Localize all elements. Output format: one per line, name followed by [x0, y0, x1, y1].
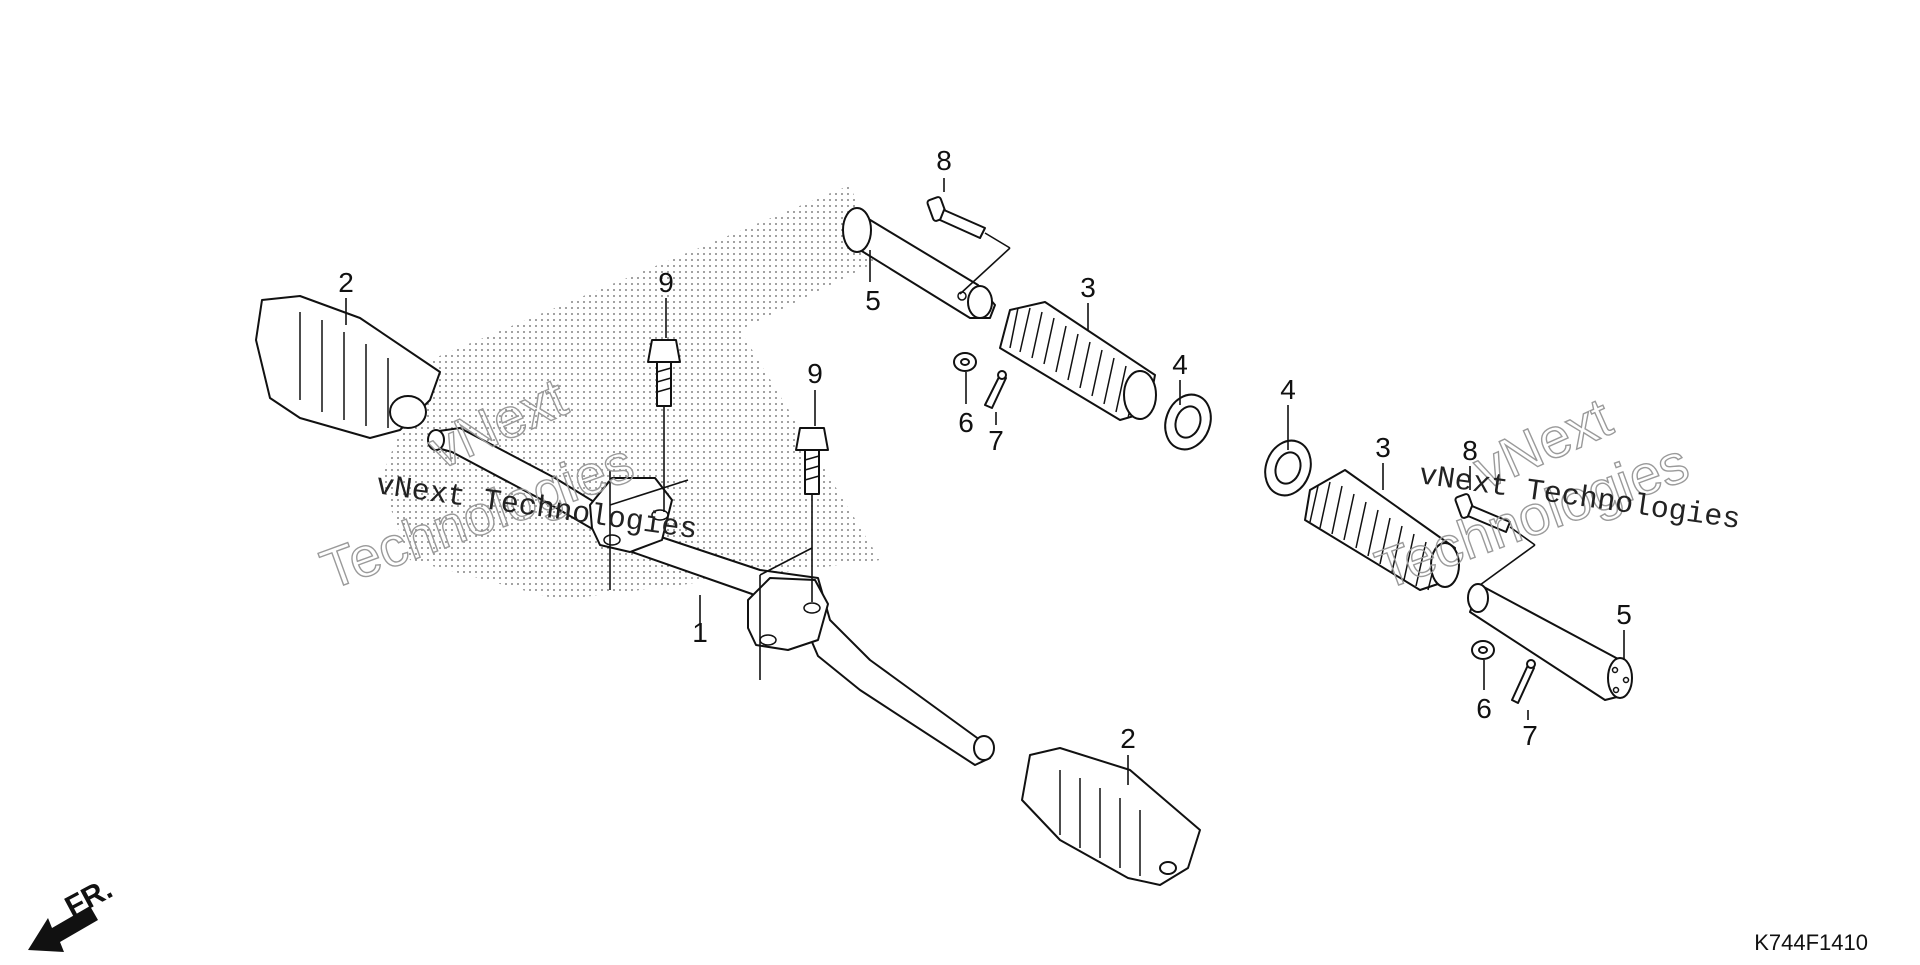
washer-small-lower	[1471, 640, 1495, 660]
callout-4-upper: 4	[1172, 349, 1188, 380]
callout-2-left: 2	[338, 267, 354, 298]
callout-6-upper: 6	[958, 407, 974, 438]
clevis-pin-lower	[1454, 493, 1536, 586]
bolt-left	[647, 339, 681, 407]
callout-5-lower: 5	[1616, 599, 1632, 630]
arrow-down-left-icon	[28, 906, 98, 952]
leader-lines	[345, 178, 1625, 785]
callout-9-left: 9	[658, 267, 674, 298]
shading-area	[380, 185, 880, 600]
footpeg-rubber-left	[255, 295, 441, 439]
spring-lower	[1304, 469, 1460, 591]
callout-8-lower: 8	[1462, 435, 1478, 466]
washer-upper	[1164, 393, 1212, 451]
front-label: FR.	[60, 872, 118, 924]
step-bar	[427, 405, 995, 766]
pivot-pin-upper	[842, 207, 996, 319]
callout-3-lower: 3	[1375, 432, 1391, 463]
callout-7-upper: 7	[988, 425, 1004, 456]
diagram-code: K744F1410	[1754, 930, 1868, 955]
callout-1: 1	[692, 617, 708, 648]
front-indicator: FR.	[28, 872, 118, 952]
cotter-pin-lower	[1511, 659, 1536, 704]
pivot-pin-lower	[1467, 583, 1633, 701]
clevis-pin-upper	[926, 196, 1011, 295]
callout-5-upper: 5	[865, 285, 881, 316]
washer-small-upper	[953, 352, 977, 372]
callout-4-lower: 4	[1280, 374, 1296, 405]
spring-upper	[999, 301, 1157, 421]
callouts: 1 2 2 3 3 4 4 5 5 6 6 7 7 8 8 9 9	[338, 145, 1632, 754]
callout-2-right: 2	[1120, 723, 1136, 754]
callout-9-right: 9	[807, 358, 823, 389]
callout-7-lower: 7	[1522, 720, 1538, 751]
callout-3-upper: 3	[1080, 272, 1096, 303]
washer-lower	[1264, 439, 1312, 497]
footpeg-rubber-right	[1021, 747, 1201, 886]
callout-8-upper: 8	[936, 145, 952, 176]
bolt-right	[795, 427, 829, 495]
callout-6-lower: 6	[1476, 693, 1492, 724]
cotter-pin-upper	[984, 370, 1007, 409]
watermark-right: vNext Technologies vNext Technologies	[1367, 384, 1742, 602]
